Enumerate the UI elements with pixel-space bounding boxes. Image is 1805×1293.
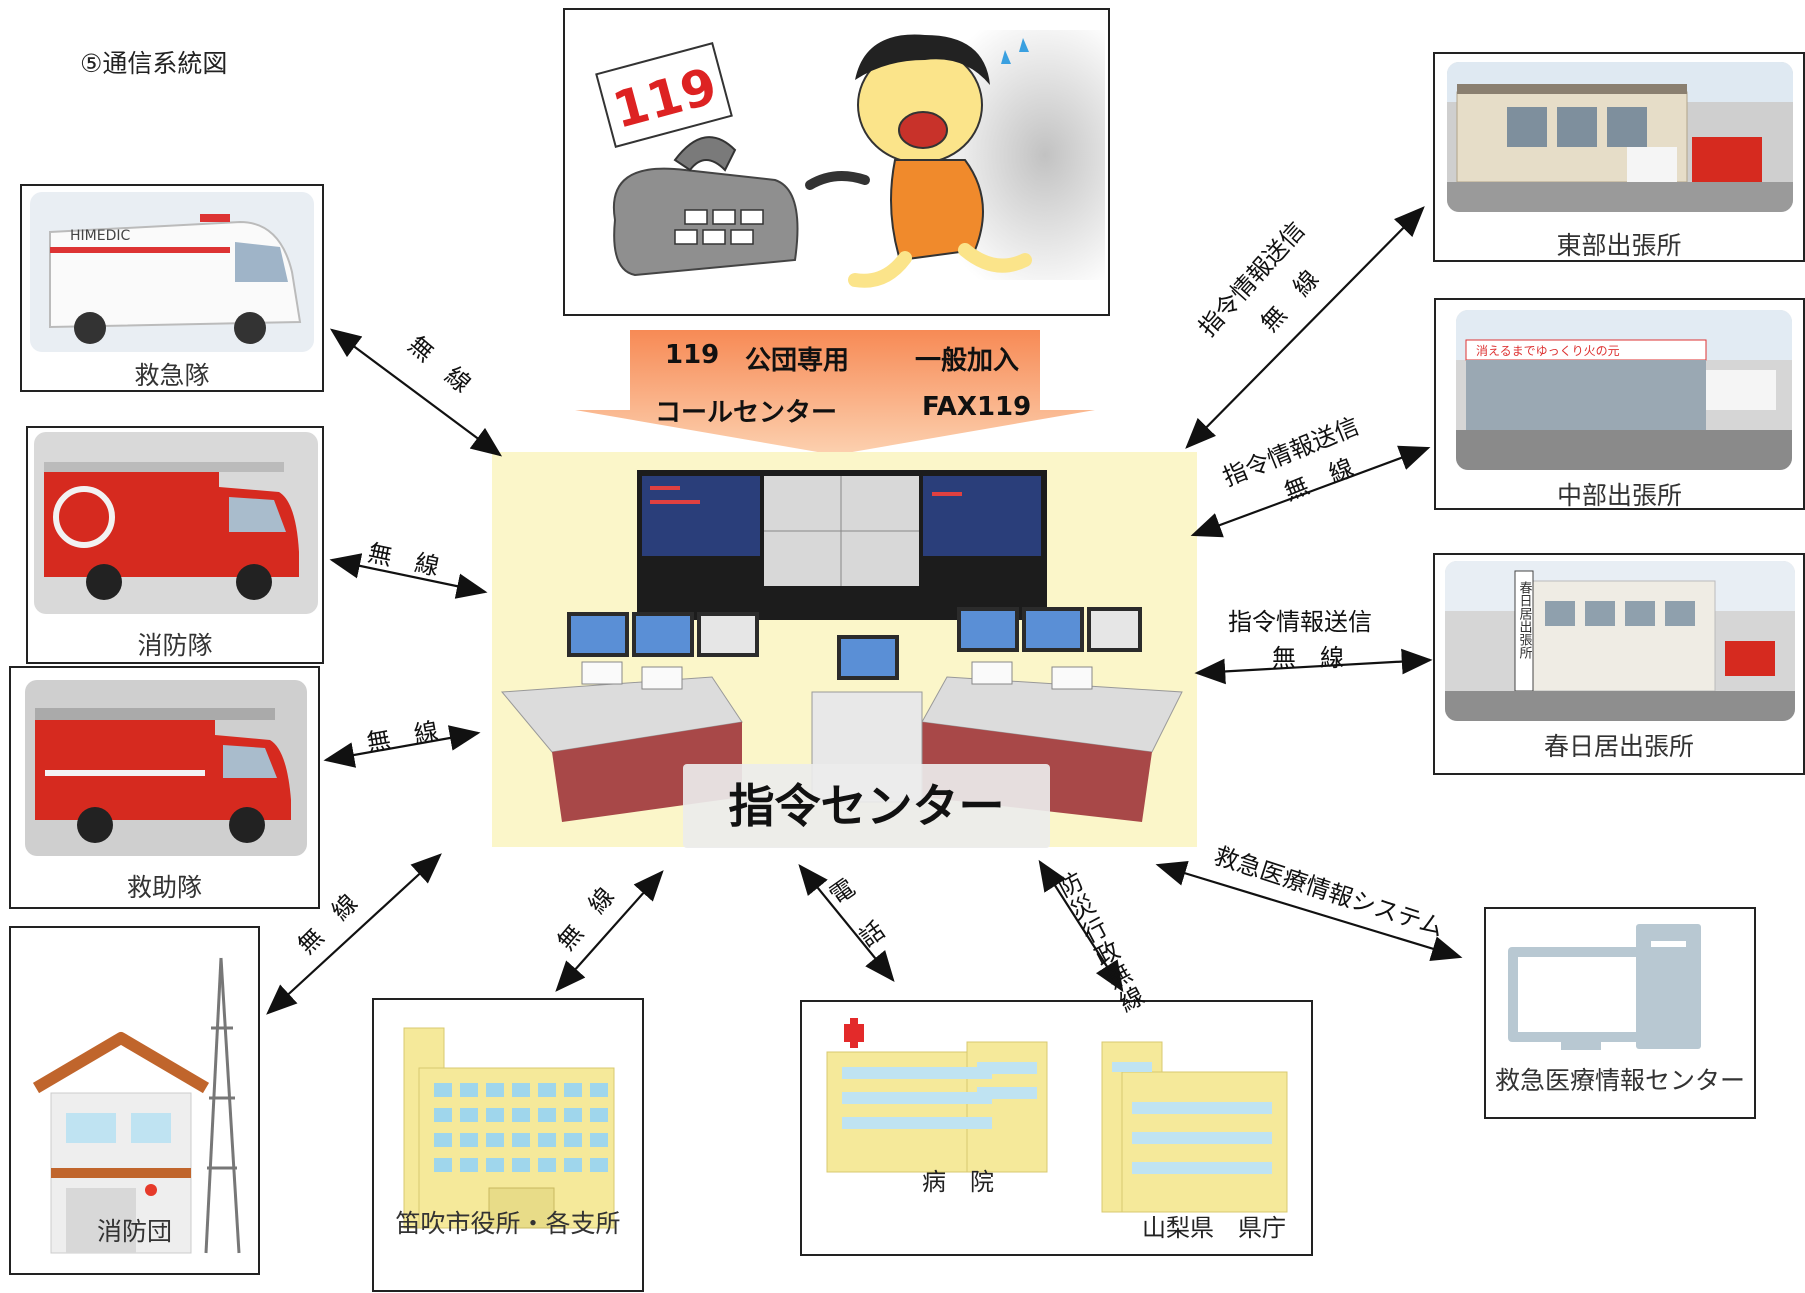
- label-fire-team: 消防隊: [137, 631, 213, 660]
- emergency-call-illustration: 119: [563, 8, 1110, 316]
- label-prefecture: 山梨県 県庁: [1142, 1214, 1286, 1242]
- node-fire-team: 消防隊: [26, 426, 324, 664]
- node-kasugai-branch: 春日居出張所 春日居出張所: [1433, 553, 1805, 775]
- command-center-label: 指令センター: [683, 764, 1050, 848]
- east-branch-image: [1447, 62, 1793, 212]
- banner-119: 119: [665, 340, 720, 370]
- call-input-arrow: [575, 330, 1095, 455]
- link-central-branch: [1190, 445, 1431, 538]
- label-central-branch: 中部出張所: [1556, 481, 1682, 510]
- page-title: ⑤通信系統図: [80, 49, 228, 78]
- link-rescue: [323, 725, 481, 768]
- ambulance-body-text: HIMEDIC: [70, 228, 130, 244]
- kasugai-branch-image: 春日居出張所: [1445, 561, 1795, 721]
- label-city-office: 笛吹市役所・各支所: [395, 1209, 621, 1238]
- node-ambulance: HIMEDIC 救急隊: [20, 184, 324, 392]
- node-volunteer-fire: 消防団: [9, 926, 260, 1275]
- node-city-office: 笛吹市役所・各支所: [372, 998, 644, 1292]
- link-kasugai-branch: [1194, 648, 1433, 685]
- link-prefecture: [1038, 859, 1124, 993]
- ambulance-image: HIMEDIC: [49, 214, 302, 344]
- volunteer-fire-image: [32, 957, 241, 1254]
- link-city-office: [555, 870, 664, 992]
- label-east-branch: 東部出張所: [1556, 231, 1682, 260]
- label-ambulance: 救急隊: [134, 361, 210, 390]
- label-rescue: 救助隊: [126, 873, 202, 902]
- label-volunteer-fire: 消防団: [96, 1217, 172, 1246]
- station-sign-text: 春日居出張所: [1517, 581, 1533, 659]
- label-kasugai-branch: 春日居出張所: [1543, 732, 1694, 761]
- node-east-branch: 東部出張所: [1433, 52, 1805, 262]
- station-banner-text: 消えるまでゆっくり火の元: [1476, 344, 1620, 358]
- label-link-kasugai-shirei: 指令情報送信: [1228, 608, 1372, 636]
- node-central-branch: 消えるまでゆっくり火の元 中部出張所: [1434, 298, 1805, 510]
- banner-ippan: 一般加入: [915, 346, 1020, 376]
- label-link-kasugai-musen: 無 線: [1272, 644, 1344, 672]
- banner-callcenter: コールセンター: [655, 398, 838, 428]
- link-ambulance: [329, 328, 503, 457]
- link-hospital: [798, 864, 895, 982]
- call-illustration-svg: 119: [595, 30, 1105, 288]
- computer-icon: [1508, 924, 1701, 1050]
- banner-koudan: 公団専用: [745, 346, 850, 376]
- central-branch-image: 消えるまでゆっくり火の元: [1456, 310, 1792, 470]
- rescue-truck-image: [35, 708, 291, 843]
- link-fire-team: [329, 553, 488, 599]
- city-office-image: [403, 1027, 615, 1229]
- node-rescue: 救助隊: [9, 666, 320, 909]
- hospital-prefecture-image: [826, 1018, 1288, 1213]
- link-medical-center: [1155, 860, 1463, 962]
- link-east-branch: [1185, 206, 1425, 449]
- fire-engine-image: [44, 462, 299, 600]
- banner-fax119: FAX119: [922, 392, 1032, 422]
- link-volunteer: [266, 853, 442, 1015]
- label-medical-info-center: 救急医療情報センター: [1494, 1066, 1745, 1095]
- node-hospital-prefecture: 病 院 山梨県 県庁: [800, 1000, 1313, 1256]
- node-medical-info-center: 救急医療情報センター: [1484, 907, 1756, 1119]
- label-hospital: 病 院: [922, 1168, 994, 1196]
